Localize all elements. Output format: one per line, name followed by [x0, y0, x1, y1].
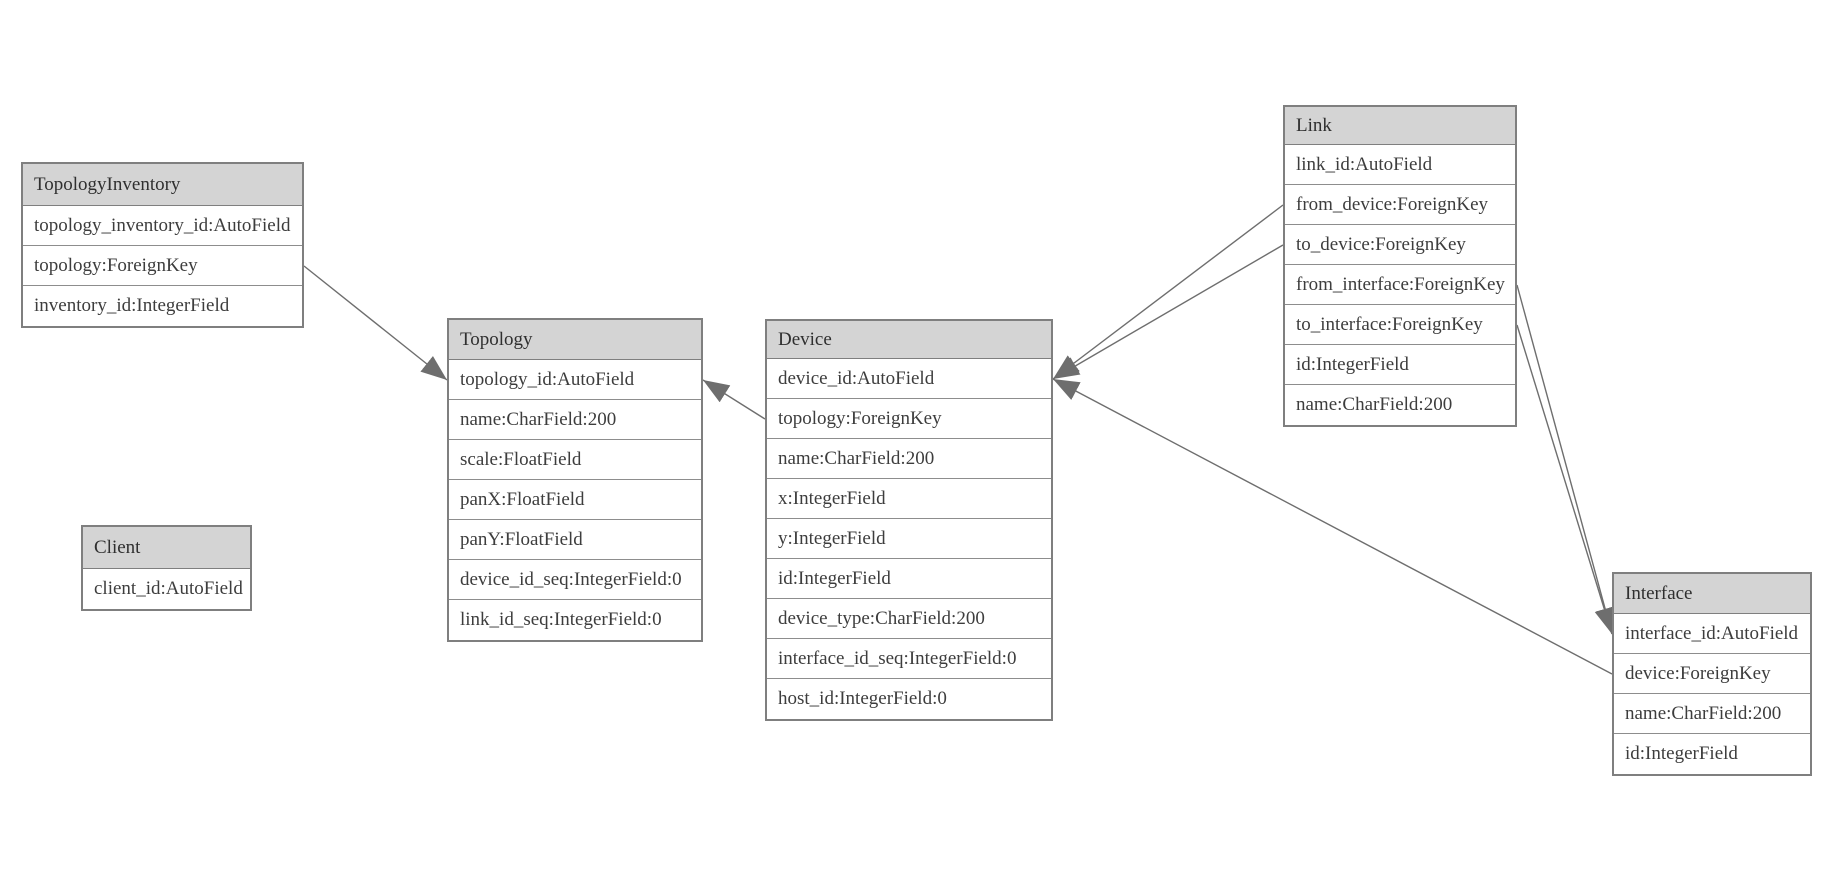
entity-field-row: device_id_seq:IntegerField:0	[449, 560, 701, 600]
entity-field-row: name:CharField:200	[1614, 694, 1810, 734]
relationship-edge-link-from_interface-to-interface-interface_id	[1516, 284, 1615, 635]
entity-field-row: id:IntegerField	[1614, 734, 1810, 774]
entity-field-row: id:IntegerField	[767, 559, 1051, 599]
relationship-edge-link-to_device-to-device-device_id	[1052, 244, 1284, 380]
entity-table-title: Device	[767, 321, 1051, 359]
entity-field-row: topology_inventory_id:AutoField	[23, 206, 302, 246]
entity-field-row: inventory_id:IntegerField	[23, 286, 302, 326]
entity-field-row: device:ForeignKey	[1614, 654, 1810, 694]
entity-field-row: device_id:AutoField	[767, 359, 1051, 399]
entity-field-row: scale:FloatField	[449, 440, 701, 480]
entity-field-row: interface_id_seq:IntegerField:0	[767, 639, 1051, 679]
entity-table-title: Link	[1285, 107, 1515, 145]
entity-field-row: panY:FloatField	[449, 520, 701, 560]
entity-field-row: name:CharField:200	[767, 439, 1051, 479]
entity-field-row: topology:ForeignKey	[767, 399, 1051, 439]
entity-field-row: from_device:ForeignKey	[1285, 185, 1515, 225]
relationship-edge-device-topology-to-topology-topology_id	[702, 379, 766, 420]
relationship-edge-link-to_interface-to-interface-interface_id	[1516, 324, 1614, 635]
entity-field-row: link_id:AutoField	[1285, 145, 1515, 185]
entity-field-row: to_interface:ForeignKey	[1285, 305, 1515, 345]
entity-field-row: link_id_seq:IntegerField:0	[449, 600, 701, 640]
entity-table-title: TopologyInventory	[23, 164, 302, 206]
entity-table-title: Client	[83, 527, 250, 569]
relationship-edge-link-from_device-to-device-device_id	[1052, 204, 1284, 380]
entity-field-row: interface_id:AutoField	[1614, 614, 1810, 654]
entity-field-row: name:CharField:200	[1285, 385, 1515, 425]
entity-field-row: device_type:CharField:200	[767, 599, 1051, 639]
entity-field-row: client_id:AutoField	[83, 569, 250, 609]
entity-field-row: id:IntegerField	[1285, 345, 1515, 385]
entity-field-row: topology:ForeignKey	[23, 246, 302, 286]
entity-table-title: Topology	[449, 320, 701, 360]
entity-field-row: y:IntegerField	[767, 519, 1051, 559]
entity-field-row: panX:FloatField	[449, 480, 701, 520]
relationship-edge-topologyinventory-topology-to-topology-topology_id	[303, 265, 448, 381]
entity-table-title: Interface	[1614, 574, 1810, 614]
entity-field-row: topology_id:AutoField	[449, 360, 701, 400]
entity-field-row: from_interface:ForeignKey	[1285, 265, 1515, 305]
entity-field-row: name:CharField:200	[449, 400, 701, 440]
entity-field-row: host_id:IntegerField:0	[767, 679, 1051, 719]
entity-field-row: x:IntegerField	[767, 479, 1051, 519]
entity-field-row: to_device:ForeignKey	[1285, 225, 1515, 265]
